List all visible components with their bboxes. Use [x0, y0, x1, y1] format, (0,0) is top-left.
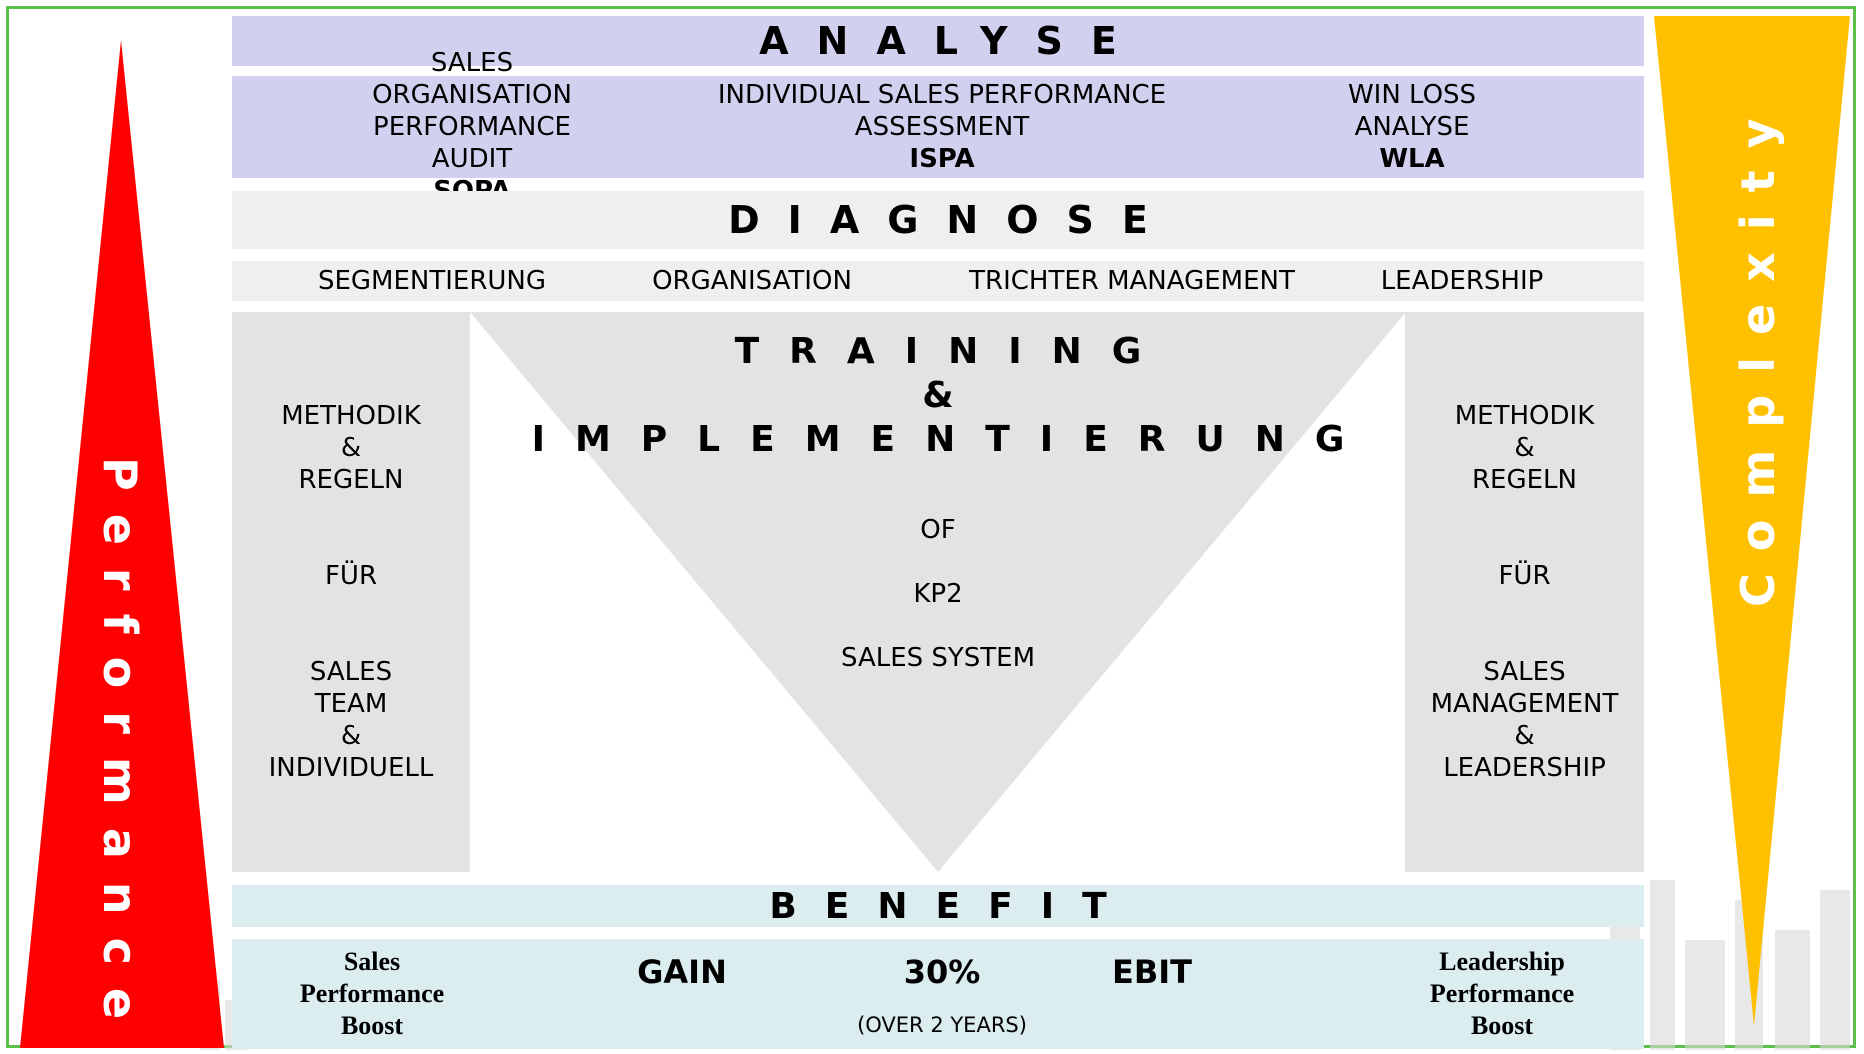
diagnose-item: TRICHTER MANAGEMENT — [969, 266, 1295, 296]
panel-line: FÜR — [324, 561, 378, 591]
benefit-header: BENEFIT — [232, 885, 1644, 927]
benefit-items: Sales Performance Boost GAIN 30% EBIT (O… — [232, 939, 1644, 1049]
analyse-item-line: PERFORMANCE AUDIT — [373, 112, 571, 174]
training-title: TRAINING — [734, 331, 1172, 372]
training-sub-kp2: KP2 — [913, 579, 963, 609]
benefit-left: Sales Performance Boost — [252, 939, 492, 1049]
benefit-line: Boost — [340, 1011, 404, 1040]
panel-line: REGELN — [1471, 465, 1577, 495]
benefit-right: Leadership Performance Boost — [1382, 939, 1622, 1049]
panel-line: METHODIK — [281, 401, 421, 431]
training-triangle — [470, 312, 1406, 872]
panel-line: LEADERSHIP — [1443, 753, 1606, 783]
diagnose-item: ORGANISATION — [652, 266, 852, 296]
benefit-percent: 30% — [903, 953, 981, 991]
panel-line: & — [340, 721, 362, 751]
diagnose-item: SEGMENTIERUNG — [317, 266, 547, 296]
left-block-sales: SALES TEAM & INDIVIDUELL — [232, 656, 470, 784]
analyse-item-line: ASSESSMENT — [854, 112, 1030, 142]
left-block-methodik: METHODIK & REGELN — [232, 400, 470, 496]
diagnose-title: DIAGNOSE — [728, 198, 1176, 242]
benefit-line: Leadership — [1439, 947, 1565, 976]
panel-line: FÜR — [1498, 561, 1551, 591]
panel-line: SALES — [309, 657, 393, 687]
analyse-title: ANALYSE — [759, 19, 1145, 63]
benefit-note: (OVER 2 YEARS) — [857, 1013, 1027, 1037]
training-right-panel: METHODIK & REGELN FÜR SALES MANAGEMENT &… — [1405, 312, 1644, 872]
benefit-line: Performance — [1429, 979, 1575, 1008]
training-center: TRAINING & IMPLEMENTIERUNG — [470, 330, 1406, 462]
training-left-panel: METHODIK & REGELN FÜR SALES TEAM & INDIV… — [232, 312, 470, 872]
benefit-gain: GAIN — [637, 953, 727, 991]
analyse-item-line: ANALYSE — [1354, 112, 1470, 142]
right-block-sales: SALES MANAGEMENT & LEADERSHIP — [1405, 656, 1644, 784]
panel-line: MANAGEMENT — [1430, 689, 1619, 719]
panel-line: & — [1514, 433, 1535, 463]
panel-line: INDIVIDUELL — [268, 753, 434, 783]
benefit-ebit: EBIT — [1112, 953, 1192, 991]
diagnose-item: LEADERSHIP — [1380, 266, 1544, 296]
implementierung-title: IMPLEMENTIERUNG — [531, 419, 1375, 460]
training-sub-sales-system: SALES SYSTEM — [840, 643, 1036, 673]
analyse-item-wla: WIN LOSS ANALYSE WLA — [1312, 76, 1512, 178]
complexity-label: Complexity — [1731, 96, 1785, 607]
analyse-item-line: WIN LOSS — [1347, 80, 1477, 110]
diagnose-header: DIAGNOSE — [232, 191, 1644, 249]
training-sub-of: OF — [920, 515, 956, 545]
benefit-title: BENEFIT — [769, 885, 1135, 927]
performance-label: Performance — [93, 457, 147, 1043]
panel-line: REGELN — [298, 465, 404, 495]
analyse-items: SALES ORGANISATION PERFORMANCE AUDIT SOP… — [232, 48, 1644, 206]
analyse-item-ispa: INDIVIDUAL SALES PERFORMANCE ASSESSMENT … — [712, 76, 1172, 178]
benefit-line: Boost — [1470, 1011, 1534, 1040]
training-amp: & — [922, 375, 954, 416]
analyse-item-line: SALES ORGANISATION — [372, 48, 572, 110]
benefit-line: Sales — [343, 947, 401, 976]
complexity-triangle — [1654, 16, 1850, 1026]
analyse-item-sopa: SALES ORGANISATION PERFORMANCE AUDIT SOP… — [342, 48, 602, 206]
panel-line: SALES — [1483, 657, 1566, 687]
analyse-item-line: INDIVIDUAL SALES PERFORMANCE — [717, 80, 1167, 110]
performance-triangle — [20, 40, 224, 1048]
right-block-methodik: METHODIK & REGELN — [1405, 400, 1644, 496]
panel-line: & — [340, 433, 362, 463]
analyse-header: ANALYSE — [232, 16, 1644, 66]
analyse-item-abbr: ISPA — [909, 144, 975, 174]
benefit-line: Performance — [299, 979, 445, 1008]
panel-line: METHODIK — [1454, 401, 1595, 431]
panel-line: TEAM — [314, 689, 388, 719]
diagnose-items: SEGMENTIERUNG ORGANISATION TRICHTER MANA… — [232, 261, 1644, 301]
analyse-item-abbr: WLA — [1379, 144, 1445, 174]
panel-line: & — [1514, 721, 1535, 751]
